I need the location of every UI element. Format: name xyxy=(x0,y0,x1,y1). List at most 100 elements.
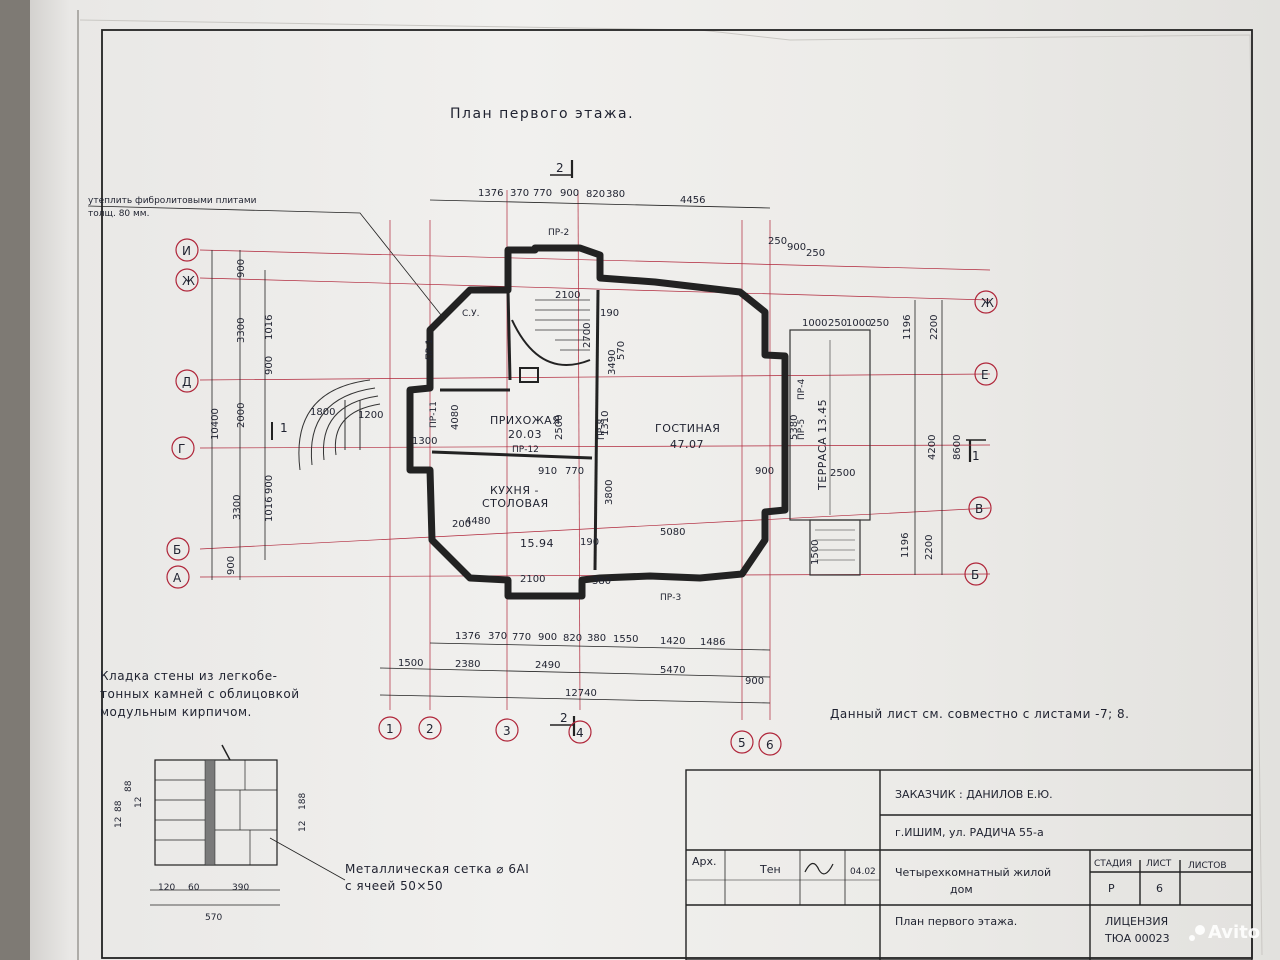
detail-dim-12c: 12 xyxy=(298,821,308,832)
dim-bottom-2: 370 xyxy=(488,631,507,642)
title-block-sheet: 6 xyxy=(1156,882,1163,895)
title-block-license: ЛИЦЕНЗИЯ xyxy=(1105,915,1168,928)
dim-left-5: 900 xyxy=(226,556,237,575)
opening-pr8: ПР-8 xyxy=(597,419,607,440)
dim-bottom-5: 820 xyxy=(563,633,582,644)
detail-dim-570: 570 xyxy=(205,913,222,923)
masonry-note-2: тонных камней с облицовкой xyxy=(100,687,300,701)
detail-dim-188: 188 xyxy=(298,793,308,810)
svg-text:2: 2 xyxy=(556,161,564,175)
dim-left-inner-5: 900 xyxy=(264,475,275,494)
svg-text:1: 1 xyxy=(972,449,980,463)
dimension-lines-bottom xyxy=(379,642,771,704)
title-block-project-1: Четырехкомнатный жилой xyxy=(895,866,1051,879)
axis-label-2: 2 xyxy=(426,722,434,736)
dim-bottom-row2-3: 2490 xyxy=(535,660,560,671)
dim-left-inner-4: 1016 xyxy=(264,497,275,522)
opening-pr4: ПР-4 xyxy=(797,379,807,400)
dim-bottom-row2-1: 1500 xyxy=(398,658,423,669)
dim-bottom-row2-5: 900 xyxy=(745,676,764,687)
room-living-name: ГОСТИНАЯ xyxy=(655,422,720,435)
dim-right-1: 2200 xyxy=(929,315,940,340)
opening-pr12: ПР-12 xyxy=(512,445,539,455)
sheet-title: План первого этажа. xyxy=(450,106,634,122)
svg-text:1: 1 xyxy=(280,421,288,435)
sheet-reference-note: Данный лист см. совместно с листами -7; … xyxy=(830,707,1129,721)
dim-top-6: 380 xyxy=(606,189,625,200)
dim-int-2: 2700 xyxy=(582,323,593,348)
section-mark-left: 1 xyxy=(271,421,288,440)
room-hall-area: 20.03 xyxy=(508,428,542,441)
detail-dim-88a: 88 xyxy=(114,800,124,812)
dimension-lines-left xyxy=(211,250,266,580)
title-block-address: г.ИШИМ, ул. РАДИЧА 55-а xyxy=(895,826,1044,839)
opening-pr2-top: ПР-2 xyxy=(548,228,569,238)
axis-bubbles-left xyxy=(166,238,199,589)
detail-dim-120: 120 xyxy=(158,883,175,893)
title-block-date: 04.02 xyxy=(850,867,876,877)
dim-int-6: 1310 xyxy=(600,411,611,436)
dim-bottom-3: 770 xyxy=(512,632,531,643)
dim-right-2: 8600 xyxy=(952,435,963,460)
dim-right-inner-1: 1196 xyxy=(902,315,913,340)
axis-label-right-e: Е xyxy=(981,368,989,382)
dim-top-1: 1376 xyxy=(478,188,503,199)
dim-bottom-1: 1376 xyxy=(455,631,480,642)
dim-bottom-9: 1486 xyxy=(700,637,725,648)
detail-dim-12a: 12 xyxy=(114,817,124,828)
dim-left-3: 10400 xyxy=(210,408,221,440)
axis-label-5: 5 xyxy=(738,736,746,750)
dim-int-13: 1300 xyxy=(412,436,437,447)
dim-left-2: 3300 xyxy=(236,318,247,343)
dim-right-inner-2: 4200 xyxy=(927,435,938,460)
avito-watermark: Avito xyxy=(1189,922,1260,943)
dim-int-15: 770 xyxy=(565,466,584,477)
dimension-line-top xyxy=(429,199,771,209)
axis-label-3: 3 xyxy=(503,724,511,738)
terrace-outline xyxy=(789,329,871,576)
title-block xyxy=(685,769,1253,960)
staircase xyxy=(535,299,590,351)
dim-right-inner-3: 1196 xyxy=(900,533,911,558)
opening-pr5: ПР-5 xyxy=(797,419,807,440)
title-block-sheets-label: ЛИСТОВ xyxy=(1188,861,1227,871)
opening-pr3: ПР-3 xyxy=(660,593,681,603)
dim-int-17: 2500 xyxy=(830,468,855,479)
detail-dim-88b: 88 xyxy=(124,780,134,792)
title-block-customer: ЗАКАЗЧИК : ДАНИЛОВ Е.Ю. xyxy=(895,788,1053,801)
dim-int-22: 190 xyxy=(600,308,619,319)
title-block-role: Арх. xyxy=(692,855,717,868)
section-mark-right: 1 xyxy=(966,439,986,463)
dim-int-20: 1000 xyxy=(846,318,871,329)
dim-int-10: 2100 xyxy=(520,574,545,585)
title-block-drawing: План первого этажа. xyxy=(895,915,1017,928)
interior-walls xyxy=(431,289,600,571)
axis-label-1: 1 xyxy=(386,722,394,736)
dim-left-1: 900 xyxy=(236,259,247,278)
dim-int-29: 250 xyxy=(768,236,787,247)
dimension-lines-right xyxy=(914,300,943,575)
dim-int-4: 4080 xyxy=(450,405,461,430)
avito-logo-icon xyxy=(1195,925,1205,935)
author-signature xyxy=(804,862,834,875)
dim-bottom-4: 900 xyxy=(538,632,557,643)
dim-top-5: 820 xyxy=(586,189,605,200)
dim-top-4: 900 xyxy=(560,188,579,199)
mesh-note-1: Металлическая сетка ⌀ 6AI xyxy=(345,862,529,876)
mesh-leader xyxy=(269,837,346,881)
axis-label-d: Д xyxy=(182,375,191,389)
dim-bottom-row2-4: 5470 xyxy=(660,665,685,676)
table-edge xyxy=(0,0,30,960)
dim-bottom-row2-2: 2380 xyxy=(455,659,480,670)
dim-left-inner-2: 900 xyxy=(264,356,275,375)
dim-int-25: 190 xyxy=(580,537,599,548)
dim-int-8: 4480 xyxy=(465,516,490,527)
title-block-license-no: ТЮА 00023 xyxy=(1104,932,1170,945)
detail-dim-12b: 12 xyxy=(134,797,144,808)
section-mark-top: 2 xyxy=(550,160,574,178)
dim-int-16: 5380 xyxy=(789,415,800,440)
dim-int-21: 250 xyxy=(870,318,889,329)
dim-int-9: 5080 xyxy=(660,527,685,538)
axis-label-g: Г xyxy=(178,442,185,456)
axis-label-6: 6 xyxy=(766,738,774,752)
